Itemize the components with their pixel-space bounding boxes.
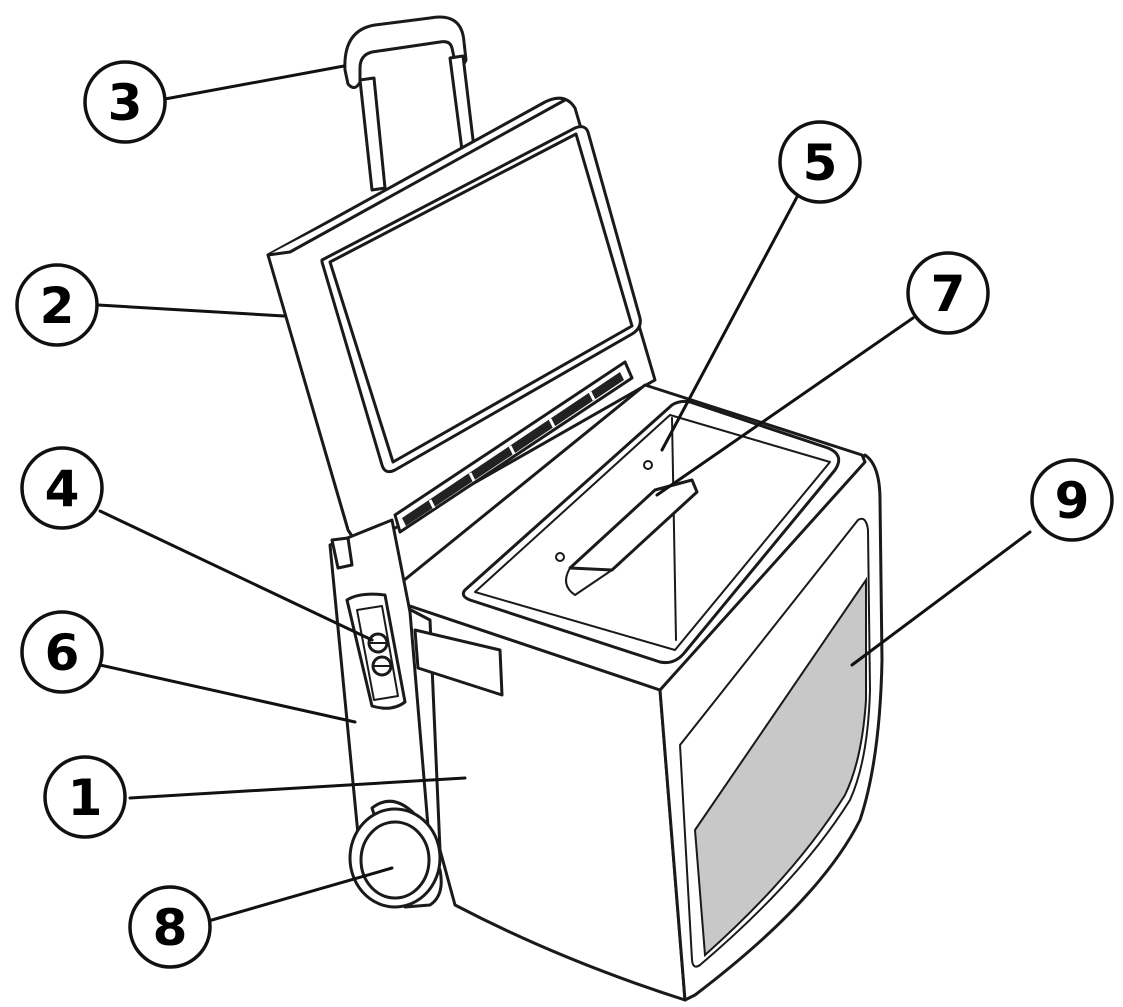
callout-5: 5 xyxy=(778,120,862,204)
callout-6: 6 xyxy=(20,610,104,694)
callout-2: 2 xyxy=(15,263,99,347)
callout-label: 8 xyxy=(153,899,188,957)
callout-1: 1 xyxy=(43,755,127,839)
callout-label: 6 xyxy=(45,624,80,682)
leader-lines xyxy=(96,64,1032,924)
divider-bracket xyxy=(565,478,699,596)
side-column xyxy=(328,518,432,857)
side-panel xyxy=(679,517,871,968)
control-knob-top[interactable] xyxy=(367,632,389,654)
callout-label: 9 xyxy=(1055,472,1090,530)
callout-label: 4 xyxy=(45,460,80,518)
control-knob-bottom[interactable] xyxy=(371,655,393,677)
callout-4: 4 xyxy=(20,446,104,530)
callout-label: 1 xyxy=(68,769,103,827)
callout-label: 5 xyxy=(803,134,838,192)
lid-vent-strip xyxy=(393,360,634,534)
wheel xyxy=(348,799,443,909)
callout-label: 7 xyxy=(931,265,966,323)
callout-7: 7 xyxy=(906,251,990,335)
callout-label: 3 xyxy=(108,74,143,132)
lid xyxy=(266,96,657,550)
callout-9: 9 xyxy=(1030,458,1114,542)
callout-8: 8 xyxy=(128,885,212,969)
callout-3: 3 xyxy=(83,60,167,144)
callout-label: 2 xyxy=(40,277,75,335)
